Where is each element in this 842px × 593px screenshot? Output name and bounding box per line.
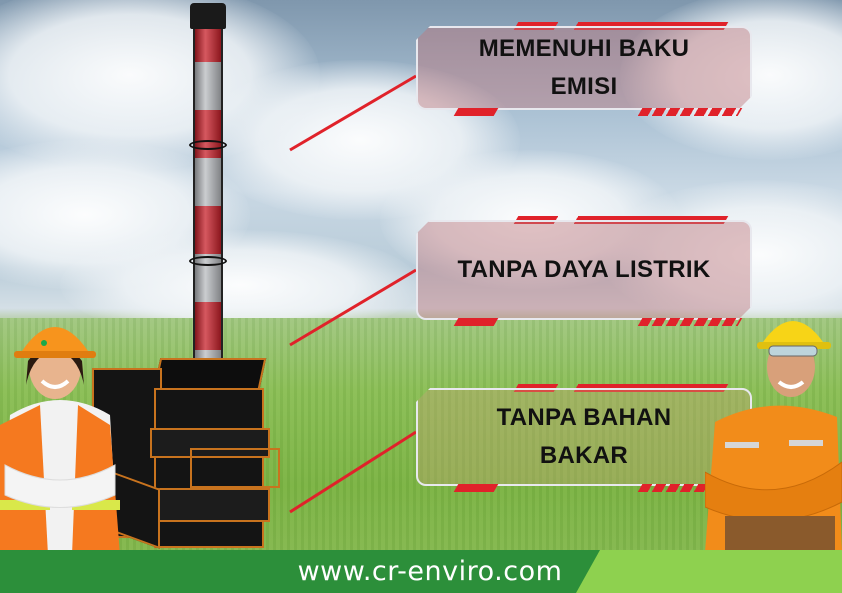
reflective-stripe bbox=[72, 500, 120, 510]
hard-hat-icon bbox=[16, 327, 94, 355]
worker-arms bbox=[4, 464, 116, 508]
safety-goggles bbox=[768, 345, 818, 357]
callout-no-electricity: TANPA DAYA LISTRIK bbox=[416, 216, 752, 326]
reflective-stripe bbox=[0, 500, 50, 510]
connector-line-2 bbox=[289, 268, 417, 347]
website-link[interactable]: www.cr-enviro.com bbox=[297, 556, 563, 587]
tool-belt bbox=[725, 516, 835, 552]
connector-line-3 bbox=[289, 430, 417, 514]
male-worker bbox=[705, 321, 842, 552]
worker-smile bbox=[777, 380, 805, 389]
female-worker bbox=[0, 327, 120, 555]
hard-hat-icon bbox=[757, 321, 829, 346]
reflective-stripe bbox=[725, 442, 759, 448]
reflective-stripe bbox=[789, 440, 823, 446]
connector-line-1 bbox=[289, 74, 417, 152]
chimney-ring bbox=[189, 256, 227, 266]
cloud bbox=[600, 180, 842, 330]
callout-text: TANPA DAYA LISTRIK bbox=[457, 256, 711, 283]
chimney-icon bbox=[193, 14, 223, 384]
incinerator-block bbox=[150, 488, 270, 522]
worker-smile bbox=[40, 379, 70, 389]
incinerator-block bbox=[150, 428, 270, 458]
chimney-cap bbox=[190, 3, 226, 29]
footer-bar: www.cr-enviro.com bbox=[0, 550, 842, 593]
incinerator-handle bbox=[190, 448, 280, 488]
chimney-ring bbox=[189, 140, 227, 150]
